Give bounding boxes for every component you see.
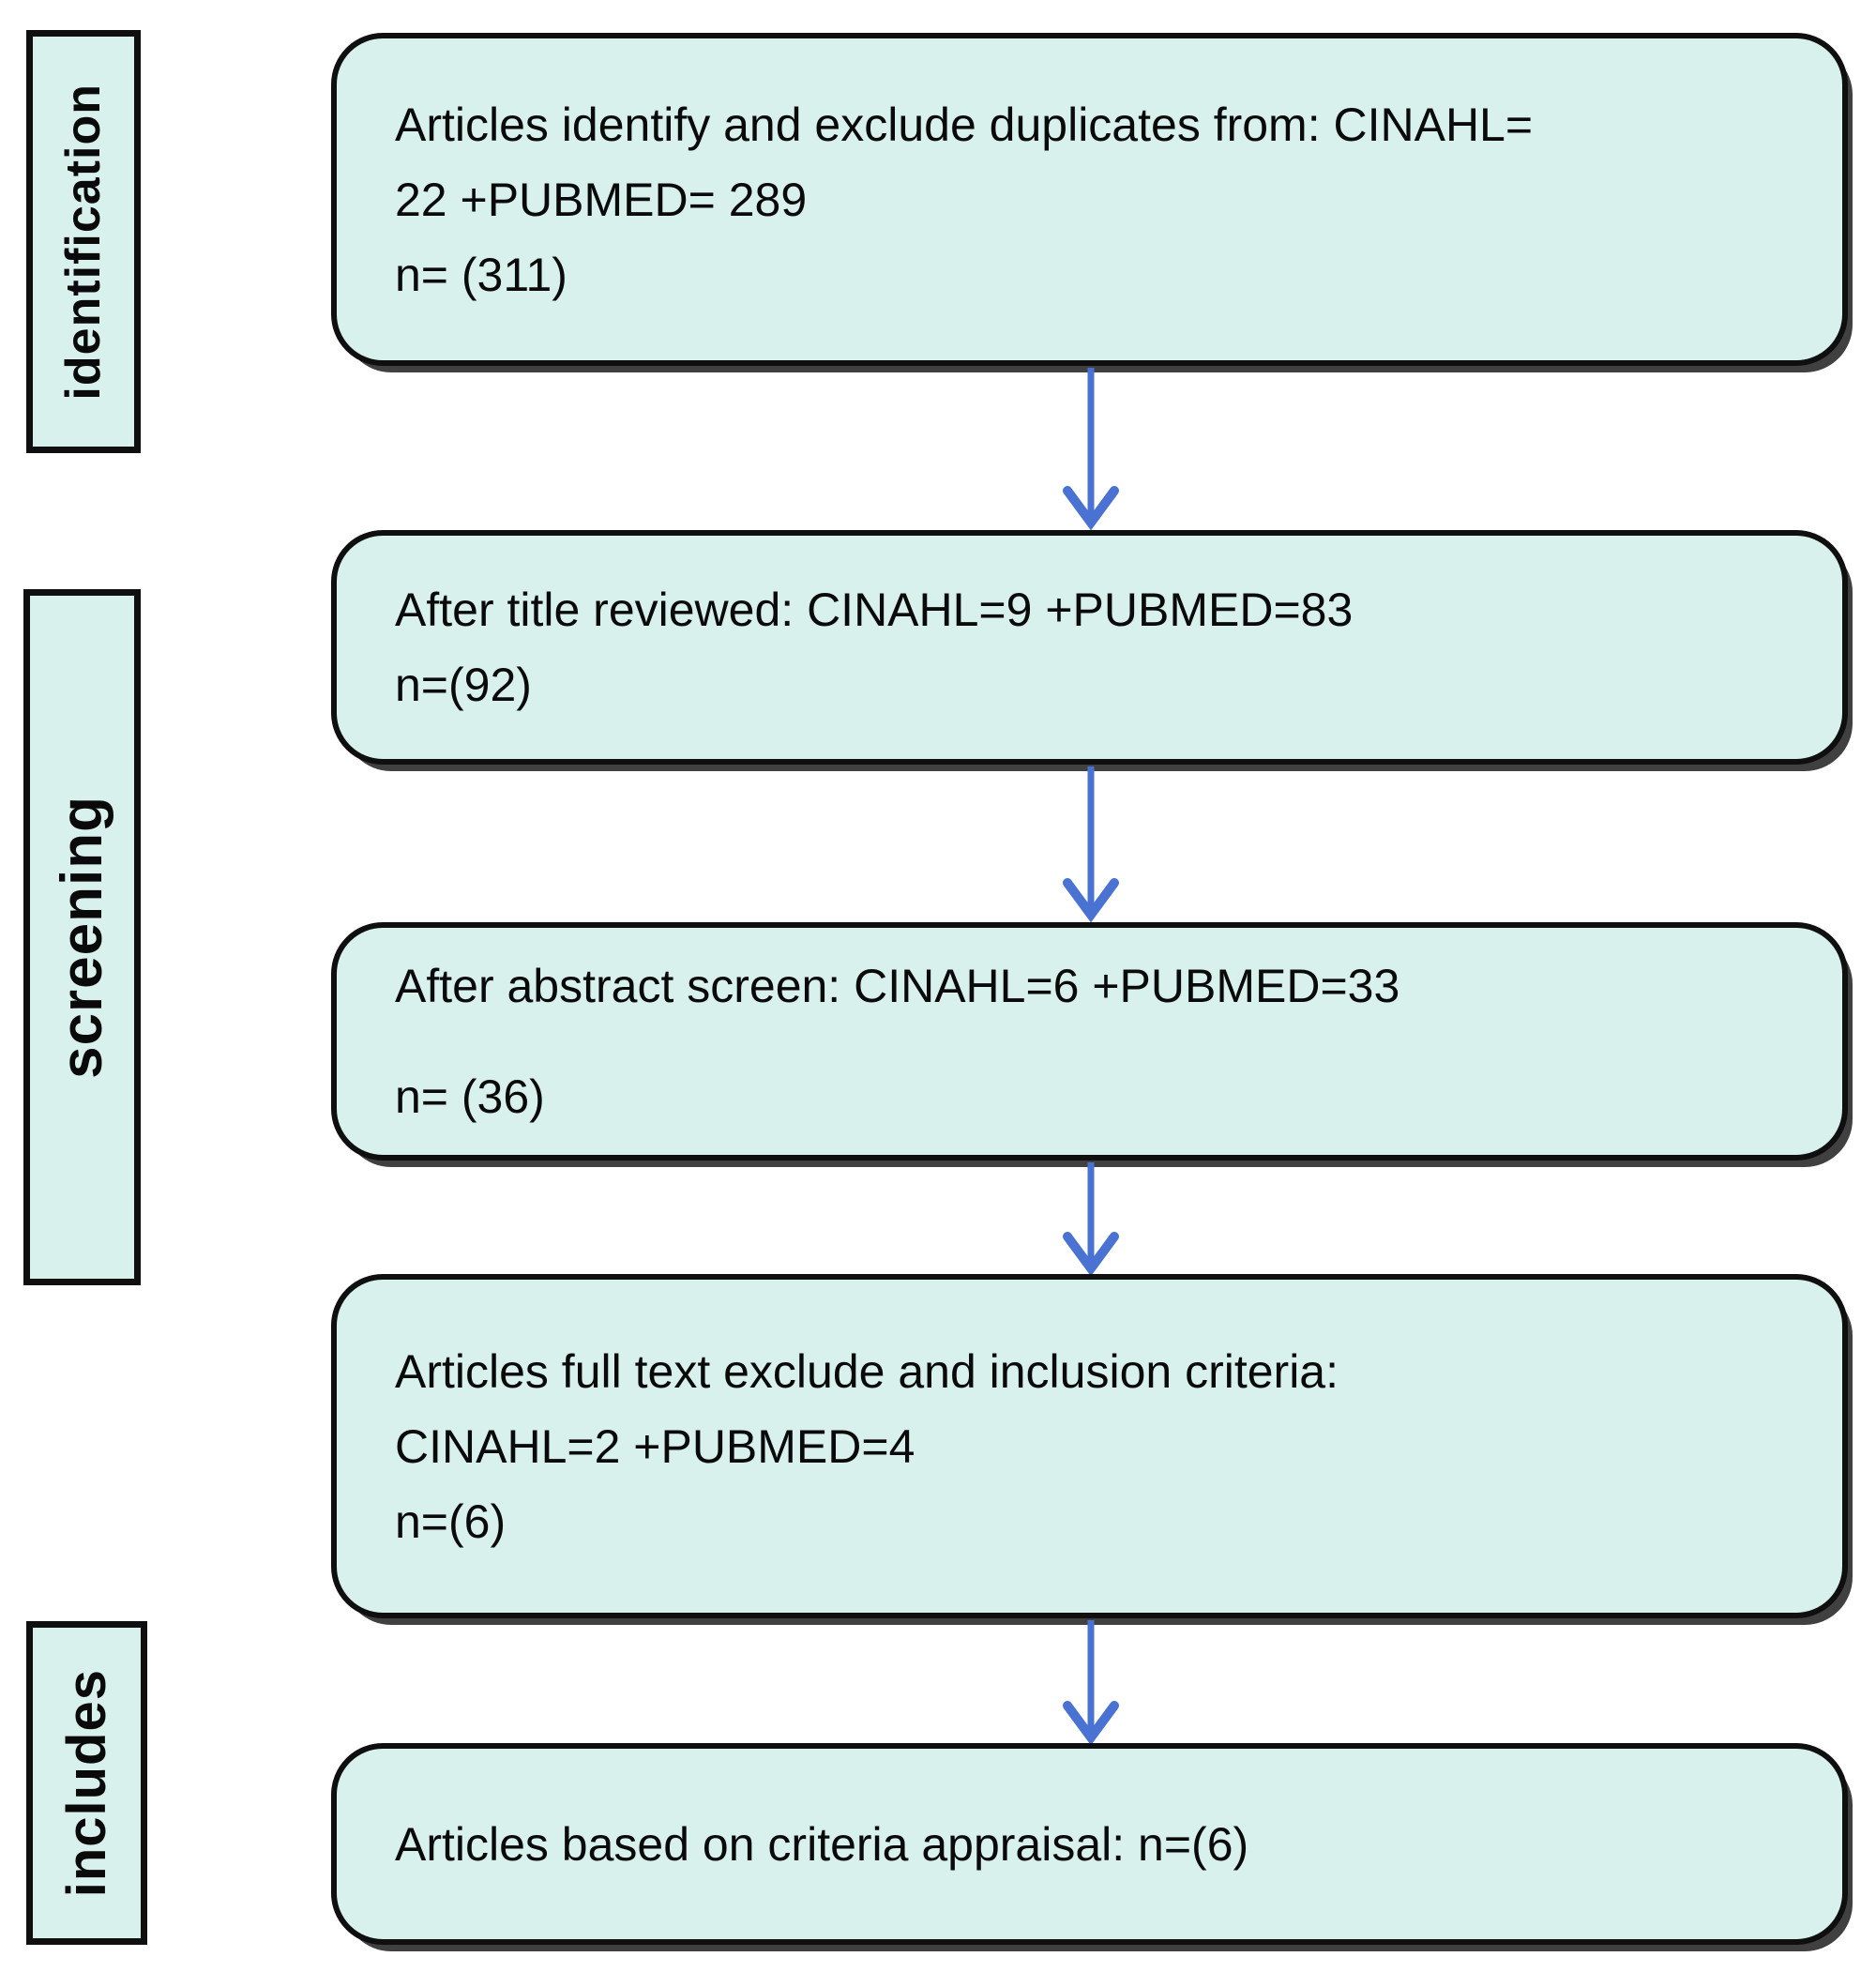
stage-label-identification-text: identification (56, 83, 111, 401)
stage-label-includes: includes (26, 1621, 147, 1945)
flow-box-line: Articles identify and exclude duplicates… (395, 98, 1534, 151)
flow-box-line: n=(92) (395, 659, 532, 711)
flow-arrow-4 (1035, 1620, 1147, 1745)
arrow-down-icon (1063, 1620, 1119, 1745)
flow-box-duplicates-excluded: Articles identify and exclude duplicates… (331, 33, 1848, 366)
flow-box-line: n= (311) (395, 248, 567, 301)
stage-label-screening: screening (23, 589, 141, 1285)
flow-box-line: After title reviewed: CINAHL=9 +PUBMED=8… (395, 584, 1354, 636)
flow-arrow-1 (1035, 368, 1147, 530)
flow-box-line: CINAHL=2 +PUBMED=4 (395, 1419, 915, 1473)
flow-box-line: n= (36) (395, 1070, 545, 1123)
flow-box-title-reviewed: After title reviewed: CINAHL=9 +PUBMED=8… (331, 530, 1848, 765)
flow-box-line: Articles full text exclude and inclusion… (395, 1344, 1339, 1398)
flow-box-line: 22 +PUBMED= 289 (395, 173, 808, 226)
arrow-down-icon (1063, 368, 1119, 530)
flow-arrow-2 (1035, 766, 1147, 922)
flow-box-line: Articles based on criteria appraisal: n=… (395, 1817, 1249, 1871)
stage-label-identification: identification (26, 30, 141, 453)
arrow-down-icon (1063, 1162, 1119, 1276)
flow-box-full-text-criteria: Articles full text exclude and inclusion… (331, 1274, 1848, 1618)
stage-label-includes-text: includes (56, 1668, 117, 1898)
flow-box-line: After abstract screen: CINAHL=6 +PUBMED=… (395, 960, 1400, 1012)
flow-box-abstract-screened: After abstract screen: CINAHL=6 +PUBMED=… (331, 922, 1848, 1160)
flow-box-line: n=(6) (395, 1494, 507, 1548)
stage-label-screening-text: screening (50, 796, 114, 1079)
flow-arrow-3 (1035, 1162, 1147, 1276)
arrow-down-icon (1063, 766, 1119, 922)
flow-box-criteria-appraisal: Articles based on criteria appraisal: n=… (331, 1743, 1848, 1945)
